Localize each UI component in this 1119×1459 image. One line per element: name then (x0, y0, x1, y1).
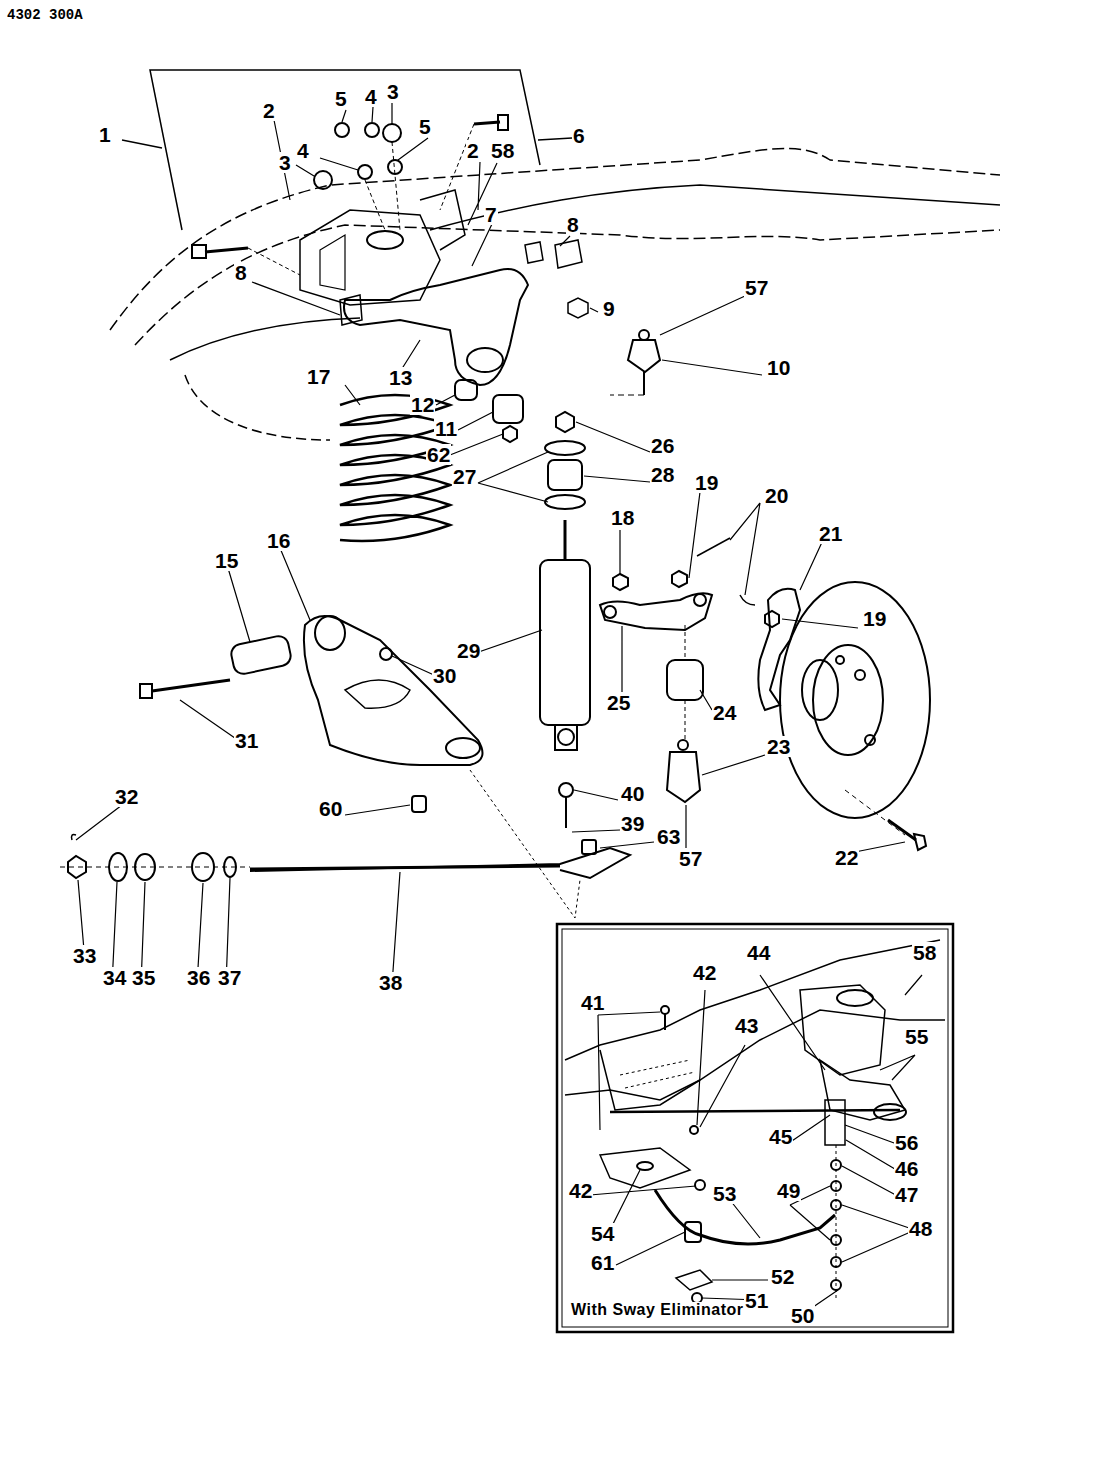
inset-caption: With Sway Eliminator (570, 1302, 745, 1318)
callout-number: 1 (98, 124, 112, 145)
callout-number: 42 (692, 962, 717, 983)
callout-number: 41 (580, 992, 605, 1013)
callout-number: 17 (306, 366, 331, 387)
callout-number: 61 (590, 1252, 615, 1273)
callout-number: 25 (606, 692, 631, 713)
figure-code: 4302 300A (6, 8, 84, 22)
callout-number: 57 (744, 277, 769, 298)
callout-number: 39 (620, 813, 645, 834)
callout-number: 22 (834, 847, 859, 868)
callout-number: 32 (114, 786, 139, 807)
callout-number: 16 (266, 530, 291, 551)
callout-number: 23 (766, 736, 791, 757)
callout-number: 48 (908, 1218, 933, 1239)
callout-number: 27 (452, 466, 477, 487)
callout-number: 18 (610, 507, 635, 528)
callout-number: 46 (894, 1158, 919, 1179)
callout-number: 57 (678, 848, 703, 869)
callout-number: 43 (734, 1015, 759, 1036)
callout-number: 31 (234, 730, 259, 751)
callout-number: 12 (410, 394, 435, 415)
callout-number: 29 (456, 640, 481, 661)
callout-number: 3 (278, 152, 292, 173)
callout-number: 34 (102, 967, 127, 988)
callout-number: 4 (364, 86, 378, 107)
callout-number: 15 (214, 550, 239, 571)
callout-number: 47 (894, 1184, 919, 1205)
callout-number: 55 (904, 1026, 929, 1047)
callout-number: 7 (484, 204, 498, 225)
callout-number: 58 (490, 140, 515, 161)
callout-number: 37 (217, 967, 242, 988)
callout-number: 21 (818, 523, 843, 544)
callout-number: 50 (790, 1305, 815, 1326)
callout-number: 45 (768, 1126, 793, 1147)
callout-number: 3 (386, 81, 400, 102)
callout-number: 44 (746, 942, 771, 963)
callout-number: 42 (568, 1180, 593, 1201)
callout-number: 20 (764, 485, 789, 506)
callout-number: 28 (650, 464, 675, 485)
callout-number: 38 (378, 972, 403, 993)
callout-number: 49 (776, 1180, 801, 1201)
callout-number: 51 (744, 1290, 769, 1311)
callout-number: 19 (862, 608, 887, 629)
callout-number: 9 (602, 298, 616, 319)
callout-number: 2 (262, 100, 276, 121)
callout-number: 10 (766, 357, 791, 378)
callout-number: 5 (334, 88, 348, 109)
callout-number: 24 (712, 702, 737, 723)
callout-number: 19 (694, 472, 719, 493)
callout-number: 63 (656, 826, 681, 847)
callout-number: 8 (234, 262, 248, 283)
callout-number: 58 (912, 942, 937, 963)
callout-number: 36 (186, 967, 211, 988)
callout-number: 54 (590, 1223, 615, 1244)
callout-number: 35 (131, 967, 156, 988)
callout-number: 8 (566, 214, 580, 235)
callout-number: 13 (388, 367, 413, 388)
callout-number: 5 (418, 116, 432, 137)
callout-number: 52 (770, 1266, 795, 1287)
callout-number: 62 (426, 444, 451, 465)
callout-number: 6 (572, 125, 586, 146)
callout-number: 56 (894, 1132, 919, 1153)
callout-number: 33 (72, 945, 97, 966)
callout-number: 26 (650, 435, 675, 456)
callout-number: 2 (466, 140, 480, 161)
callout-number: 60 (318, 798, 343, 819)
callout-number: 30 (432, 665, 457, 686)
callout-number: 40 (620, 783, 645, 804)
callout-number: 11 (434, 418, 458, 439)
callout-number: 4 (296, 140, 310, 161)
callout-number: 53 (712, 1183, 737, 1204)
